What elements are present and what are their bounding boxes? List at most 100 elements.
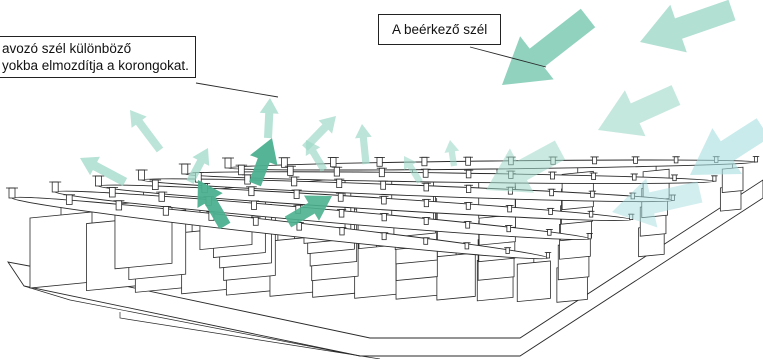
disc-post <box>51 181 59 193</box>
disc-post <box>381 213 387 222</box>
outgoing-arrow-7 <box>355 124 372 165</box>
disc-post <box>296 222 302 231</box>
disc-post <box>423 217 429 225</box>
disc-post <box>547 229 552 236</box>
disc-post <box>378 167 385 178</box>
disc-post <box>339 227 345 236</box>
disc-post <box>673 156 679 164</box>
wind-arrows <box>80 0 763 230</box>
outgoing-arrow-6 <box>305 140 328 172</box>
hanging-panel <box>516 260 551 303</box>
callout-leader-lines <box>195 46 547 98</box>
outgoing-arrow-2 <box>130 110 164 153</box>
disc-post <box>590 190 595 198</box>
disc-post <box>244 174 251 185</box>
disc-post <box>333 166 340 177</box>
disc-post <box>158 191 165 202</box>
incoming-wind-arrow-edge <box>690 118 763 175</box>
base-slab-edge <box>23 285 381 359</box>
disc-post <box>224 157 232 169</box>
disc-post <box>712 175 717 182</box>
disc-post <box>238 164 245 176</box>
incoming-wind-arrow-far <box>640 0 736 53</box>
disc-post <box>464 242 470 250</box>
disc-post <box>592 156 598 165</box>
outgoing-arrow-4 <box>259 98 279 139</box>
disc-post <box>545 252 551 259</box>
disc-post <box>422 168 429 178</box>
disc-post <box>421 156 428 167</box>
disc-post <box>337 192 344 202</box>
outgoing-arrow-9 <box>444 140 460 167</box>
disc-post <box>753 156 759 163</box>
array-base-platform <box>7 179 763 359</box>
disc-post <box>588 210 594 218</box>
callout-outgoing-line2: yokba elmozdítja a korongokat. <box>2 58 189 73</box>
base-slab-front <box>7 179 763 357</box>
disc-post <box>181 163 189 175</box>
disc-post <box>423 182 429 192</box>
disc-post <box>549 188 554 197</box>
disc-post <box>287 165 294 176</box>
disc-post <box>293 189 300 199</box>
disc-post <box>549 171 555 180</box>
disc-post <box>505 247 510 254</box>
disc-post <box>115 200 123 211</box>
disc-post <box>330 157 337 168</box>
disc-post <box>466 184 472 193</box>
leader-line-incoming <box>469 46 547 68</box>
disc-post <box>380 180 387 190</box>
callout-outgoing-wind: avozó szél különböző yokba elmozdítja a … <box>0 36 196 78</box>
disc-post <box>423 198 430 208</box>
disc-post <box>338 208 345 218</box>
disc-post <box>376 157 383 167</box>
outgoing-arrow-dark-1 <box>197 180 231 230</box>
hanging-panel <box>436 252 476 301</box>
disc-post <box>465 169 472 179</box>
incoming-wind-arrow-low <box>486 140 566 193</box>
disc-post <box>672 174 677 182</box>
outgoing-arrow-3 <box>186 148 210 184</box>
callout-outgoing-line1: avozó szél különböző <box>2 41 132 56</box>
incoming-wind-arrow-bottom <box>612 178 703 228</box>
disc-post <box>109 186 116 198</box>
disc-post <box>251 200 257 210</box>
disc-post <box>381 232 387 241</box>
disc-post <box>465 156 471 166</box>
outgoing-arrow-dark-3 <box>284 195 332 228</box>
disc-post <box>291 176 298 187</box>
disc-post <box>138 169 146 181</box>
disc-post <box>162 205 169 216</box>
incoming-wind-arrow-mid <box>598 85 681 137</box>
disc-post <box>587 233 592 240</box>
disc-post <box>591 172 596 180</box>
hanging-panel <box>354 244 399 299</box>
disc-post <box>65 194 73 205</box>
disc-post <box>506 225 511 233</box>
incoming-wind-arrow-top <box>502 8 596 85</box>
outgoing-arrow-dark-2 <box>249 138 278 187</box>
disc-post <box>248 186 255 197</box>
disc-post <box>95 175 102 187</box>
disc-post <box>633 156 638 164</box>
hanging-panel <box>29 211 93 289</box>
disc-post <box>8 187 16 199</box>
disc-post <box>423 237 429 245</box>
outgoing-arrow-5 <box>302 116 336 151</box>
disc-post <box>465 221 471 229</box>
disc-post <box>465 202 471 210</box>
disc-post <box>336 178 343 188</box>
callout-incoming-wind: A beérkező szél <box>378 14 502 45</box>
callout-incoming-text: A beérkező szél <box>392 22 488 37</box>
disc-post <box>548 207 553 215</box>
disc-post <box>252 216 259 226</box>
outgoing-arrow-1 <box>80 156 128 186</box>
leader-line-outgoing <box>195 82 279 98</box>
disc-post <box>632 173 637 181</box>
disc-post <box>381 195 387 205</box>
disc-post <box>507 204 513 213</box>
disc-post <box>152 179 159 190</box>
outgoing-arrow-8 <box>404 156 423 184</box>
